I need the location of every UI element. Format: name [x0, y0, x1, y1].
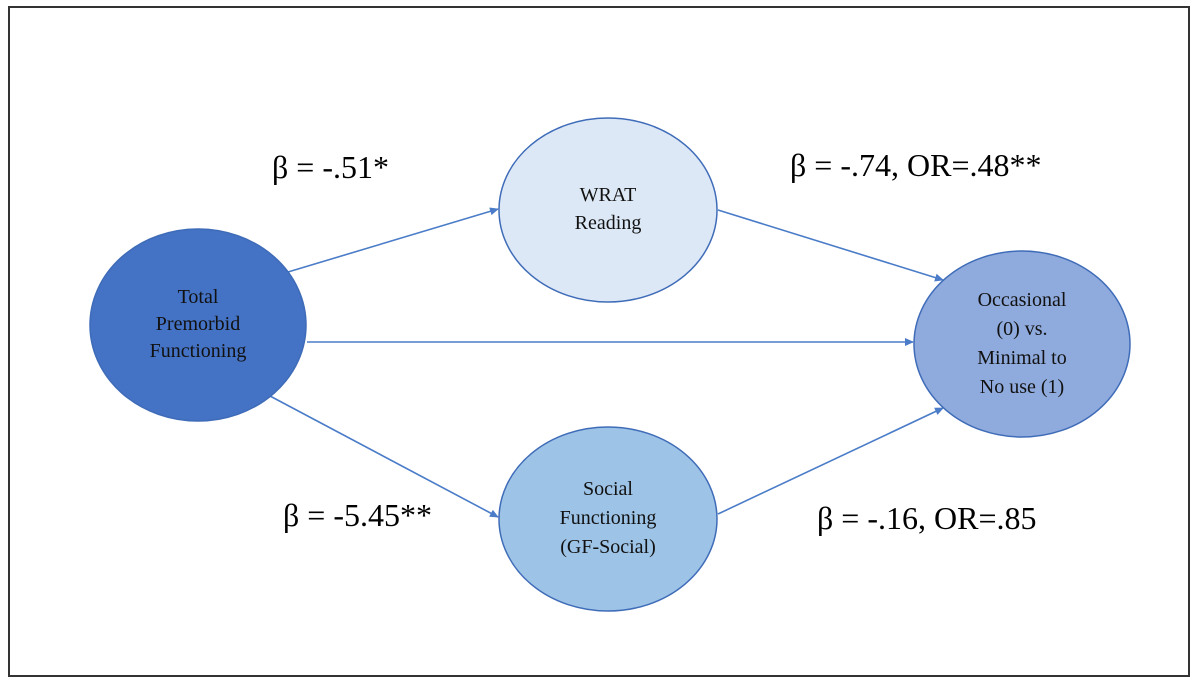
- node-wrat-reading: WRAT Reading: [498, 117, 718, 303]
- coef-total-to-wrat: β = -.51*: [272, 149, 389, 185]
- node-outcome-line-2: (0) vs.: [996, 318, 1047, 340]
- node-social-line-1: Social: [583, 478, 633, 500]
- figure-frame: [8, 6, 1190, 677]
- node-wrat-shape: [498, 117, 718, 303]
- node-wrat-line-1: WRAT: [580, 184, 637, 206]
- arrow-wrat-to-outcome: [717, 209, 944, 282]
- node-outcome-line-1: Occasional: [978, 289, 1067, 311]
- arrow-social-to-outcome: [717, 407, 944, 515]
- coef-wrat-to-outcome: β = -.74, OR=.48**: [790, 147, 1041, 183]
- node-social-line-3: (GF-Social): [560, 536, 656, 558]
- node-outcome-line-3: Minimal to: [977, 347, 1066, 369]
- coef-social-to-outcome: β = -.16, OR=.85: [817, 500, 1036, 536]
- node-wrat-line-2: Reading: [575, 212, 642, 234]
- node-total-shape: [89, 228, 307, 422]
- node-outcome-line-4: No use (1): [980, 376, 1064, 398]
- node-outcome-shape: [913, 250, 1131, 438]
- node-social-functioning: Social Functioning (GF-Social): [498, 426, 718, 612]
- node-outcome: Occasional (0) vs. Minimal to No use (1): [913, 250, 1131, 438]
- arrow-total-to-social: [269, 395, 499, 518]
- node-total-line-1: Total: [178, 286, 219, 308]
- node-total-line-3: Functioning: [150, 340, 247, 362]
- node-total-premorbid-functioning: Total Premorbid Functioning: [89, 228, 307, 422]
- node-total-line-2: Premorbid: [156, 313, 240, 335]
- node-social-shape: [498, 426, 718, 612]
- node-social-line-2: Functioning: [560, 507, 657, 529]
- arrow-total-to-wrat: [287, 207, 499, 273]
- coef-total-to-social: β = -5.45**: [283, 497, 432, 533]
